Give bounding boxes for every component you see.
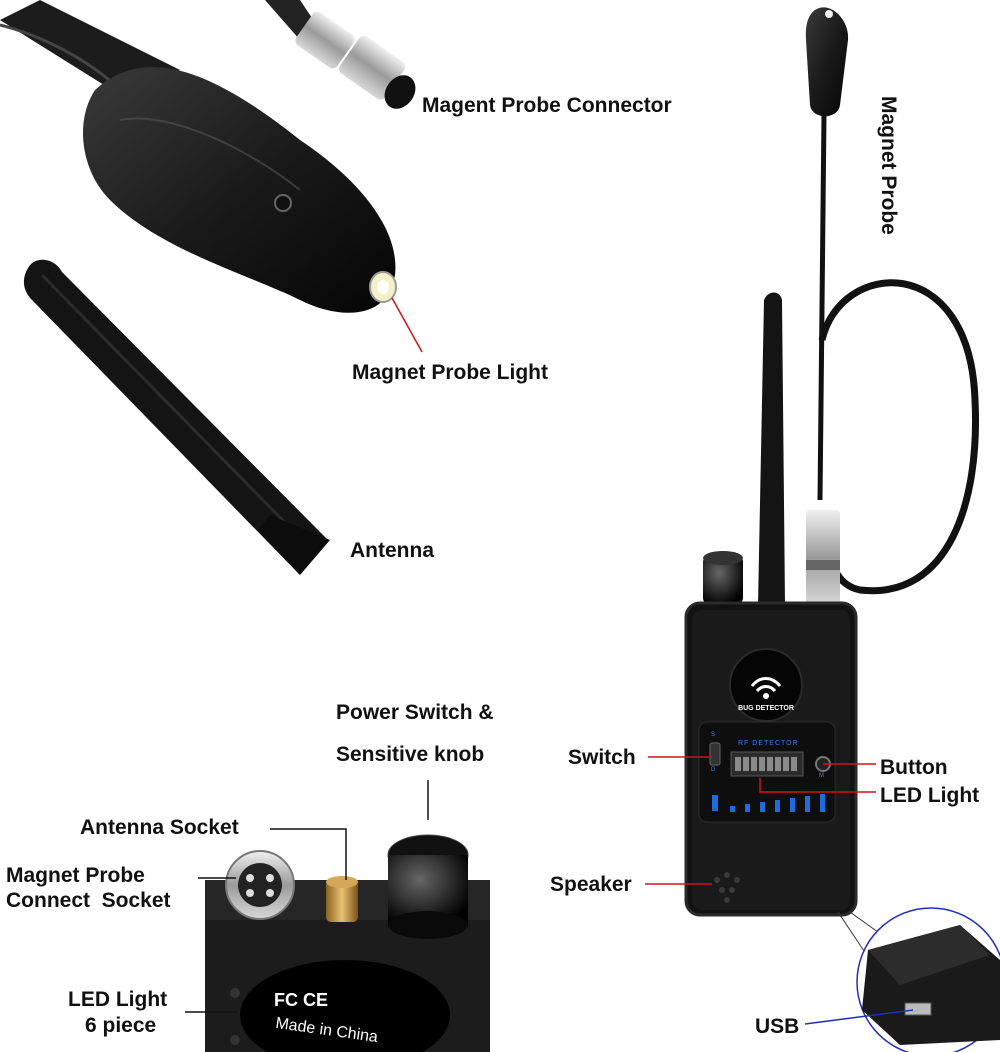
bug-detector-badge: BUG DETECTOR: [738, 705, 794, 712]
magnet-probe-socket-label-line2: Connect Socket: [6, 889, 171, 912]
usb-zoom: [804, 907, 1000, 1052]
usb-label: USB: [755, 1015, 800, 1038]
magnet-probe-closeup: [0, 0, 397, 313]
cert-marks: FC CE: [274, 990, 328, 1010]
button-label: Button: [880, 756, 948, 779]
power-switch-label-line1: Power Switch &: [336, 701, 494, 724]
led-light-6-label-line1: LED Light: [68, 988, 168, 1011]
probe-connector: [265, 0, 416, 109]
device-full: [684, 7, 980, 917]
button-letter: M: [819, 773, 824, 779]
power-switch-label-line2: Sensitive knob: [336, 743, 485, 766]
switch-bottom-letter: D: [711, 767, 716, 773]
magnet-probe-label: Magnet Probe: [877, 96, 900, 235]
magnet-probe-socket-label-line1: Magnet Probe: [6, 864, 145, 887]
magnet-probe-connector-label: Magent Probe Connector: [422, 94, 672, 117]
speaker-label: Speaker: [550, 873, 632, 896]
device-top-view: [205, 834, 490, 1052]
antenna-closeup: [23, 259, 330, 575]
switch-label: Switch: [568, 746, 636, 769]
led-light-label: LED Light: [880, 784, 980, 807]
antenna-socket-label: Antenna Socket: [80, 816, 239, 839]
antenna-label: Antenna: [350, 539, 434, 562]
magnet-probe-light-label: Magnet Probe Light: [352, 361, 548, 384]
switch-top-letter: S: [711, 732, 716, 738]
led-light-6-label-line2: 6 piece: [85, 1014, 157, 1037]
rf-detector-title: RF DETECTOR: [738, 740, 799, 747]
